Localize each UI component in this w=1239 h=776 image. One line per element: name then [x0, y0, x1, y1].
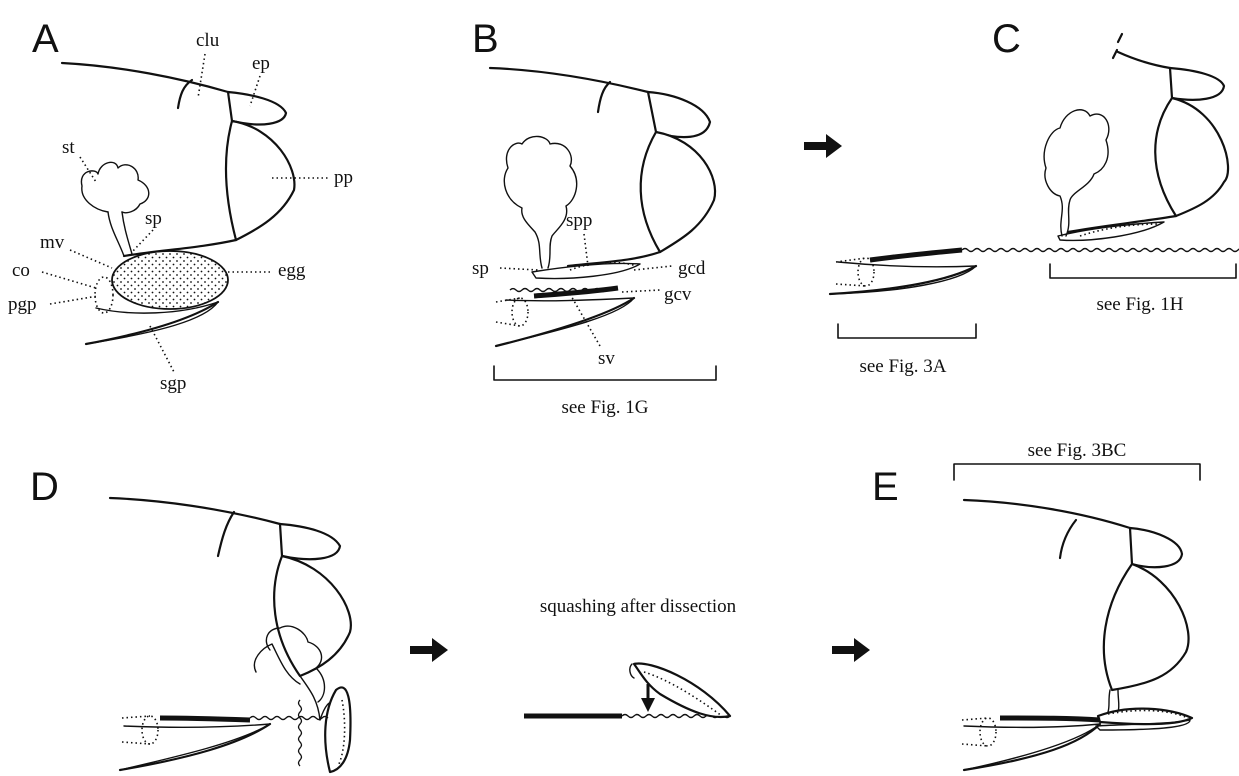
bracket-b: see Fig. 1G	[494, 366, 716, 418]
squash-drawing	[524, 663, 730, 717]
arrow-squash-to-e	[832, 638, 870, 662]
panel-e-drawing	[962, 500, 1192, 770]
label-sp: sp	[145, 208, 162, 229]
label-clu: clu	[196, 30, 220, 51]
panel-c-drawing	[830, 34, 1239, 294]
caption-see-fig-3bc: see Fig. 3BC	[1028, 440, 1127, 461]
panel-e-letter: E	[872, 465, 899, 509]
arrow-d-to-squash	[410, 638, 448, 662]
panel-a-labels: clu ep pp st sp mv co pgp egg sgp	[8, 30, 353, 394]
caption-see-fig-3a: see Fig. 3A	[859, 356, 946, 377]
caption-see-fig-1h: see Fig. 1H	[1096, 294, 1183, 315]
label-pp: pp	[334, 167, 353, 188]
panel-a-drawing	[62, 63, 294, 344]
label-gcv: gcv	[664, 284, 692, 305]
panel-a: A clu ep	[8, 17, 353, 394]
bracket-c-left: see Fig. 3A	[838, 324, 976, 377]
arrow-b-to-c	[804, 134, 842, 158]
panel-b: B spp sp gcd g	[472, 17, 716, 418]
panel-c-letter: C	[992, 17, 1021, 61]
panel-c: C see Fig. 3A see Fig.	[830, 17, 1239, 377]
panel-a-letter: A	[32, 17, 59, 61]
bracket-e: see Fig. 3BC	[954, 440, 1200, 480]
bracket-c-right: see Fig. 1H	[1050, 264, 1236, 315]
label-egg: egg	[278, 260, 306, 281]
label-st: st	[62, 137, 75, 158]
panel-d: D	[30, 465, 351, 772]
panel-e: E see Fig. 3BC	[872, 440, 1200, 770]
label-pgp: pgp	[8, 294, 37, 315]
panel-d-drawing	[110, 498, 351, 772]
label-spp: spp	[566, 210, 592, 231]
label-gcd: gcd	[678, 258, 706, 279]
label-co: co	[12, 260, 30, 281]
label-sp-b: sp	[472, 258, 489, 279]
panel-squash: squashing after dissection	[524, 596, 737, 718]
label-ep: ep	[252, 53, 270, 74]
label-mv: mv	[40, 232, 65, 253]
label-sv: sv	[598, 348, 615, 369]
panel-b-letter: B	[472, 17, 499, 61]
label-sgp: sgp	[160, 373, 186, 394]
caption-see-fig-1g: see Fig. 1G	[561, 397, 648, 418]
panel-d-letter: D	[30, 465, 59, 509]
caption-squashing: squashing after dissection	[540, 596, 737, 617]
